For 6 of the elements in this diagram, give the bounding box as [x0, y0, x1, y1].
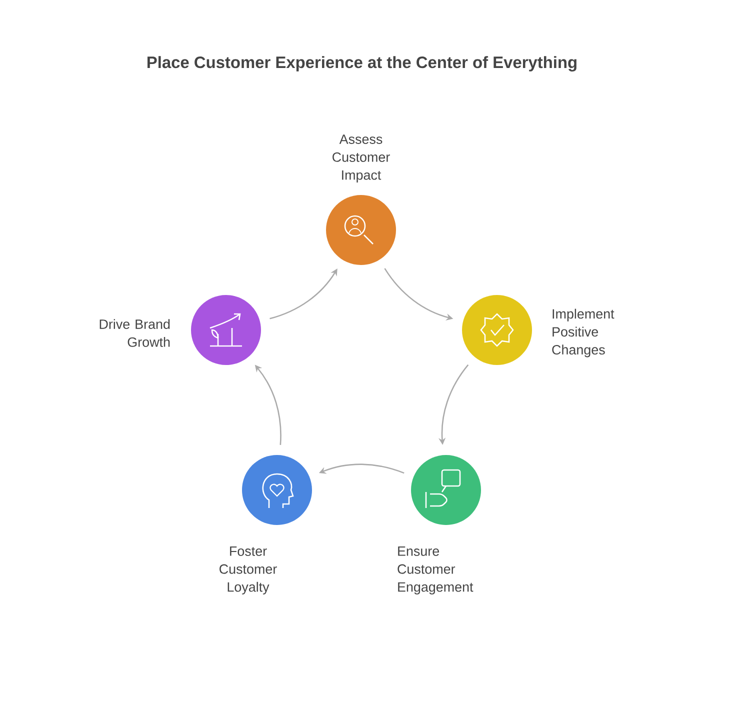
node-label: Drive Brand Growth [100, 319, 170, 347]
title: Place Customer Experience at the Center of Everything [148, 56, 576, 72]
node-label: Foster Customer Loyalty [220, 546, 277, 594]
node-label: Assess Customer Impact [332, 134, 390, 182]
node-label: Ensure Customer Engagement [398, 546, 474, 594]
node-label: Implement Positive Changes [552, 308, 614, 358]
